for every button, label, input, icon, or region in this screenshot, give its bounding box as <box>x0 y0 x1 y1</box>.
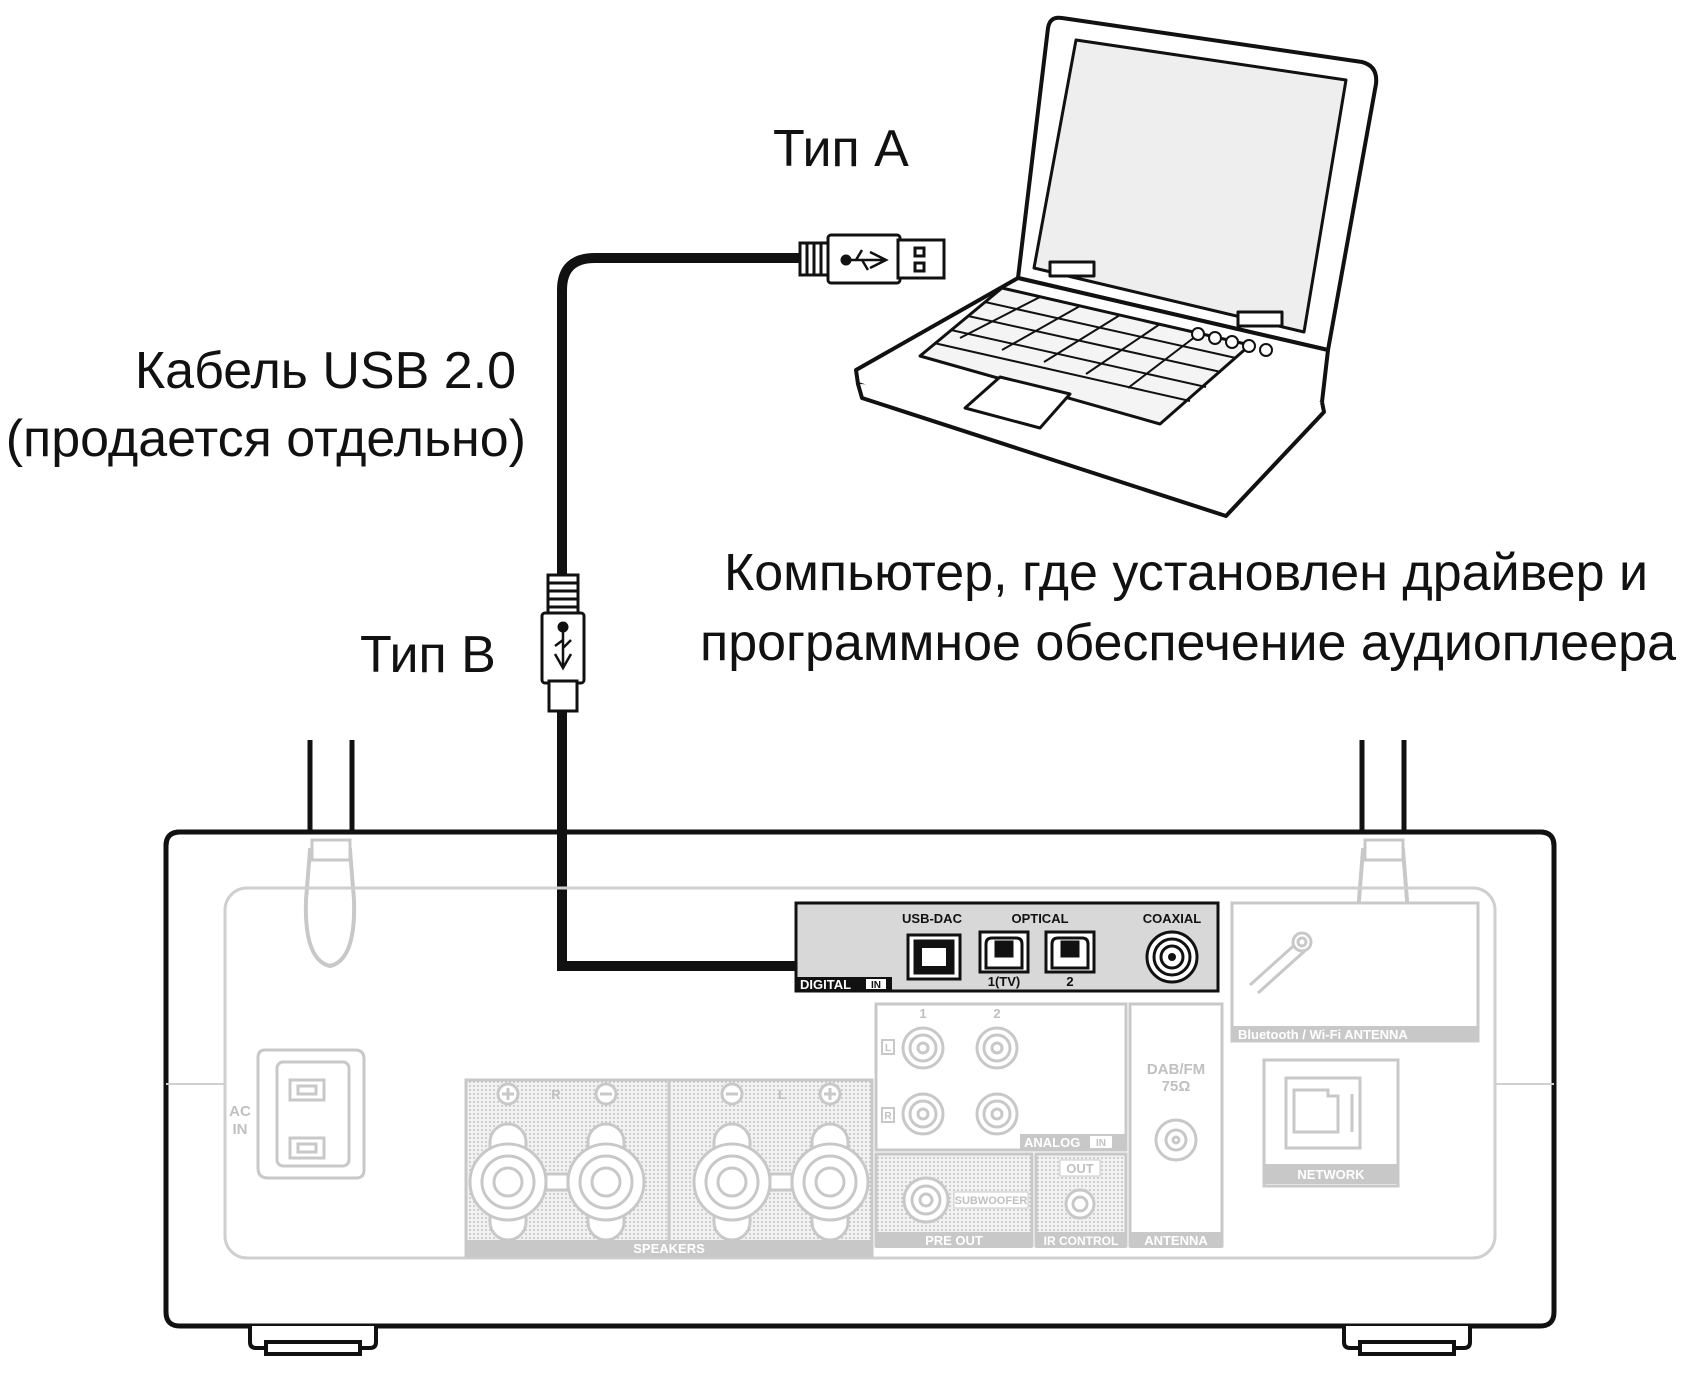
cable-label-line1: Кабель USB 2.0 <box>135 342 516 400</box>
bt-wifi-label: Bluetooth / Wi-Fi ANTENNA <box>1238 1027 1408 1042</box>
pre-out-panel: SUBWOOFER PRE OUT <box>874 1152 1034 1248</box>
speaker-terminals <box>468 1082 870 1242</box>
usb-dac-port <box>906 933 962 981</box>
computer-label-line1: Компьютер, где установлен драйвер и <box>724 544 1648 602</box>
usb-dac-label: USB-DAC <box>902 911 963 926</box>
usb-type-a-plug <box>798 233 946 285</box>
coaxial-label: COAXIAL <box>1143 911 1202 926</box>
dab-fm-label: DAB/FM <box>1147 1061 1205 1078</box>
ohm-label: 75Ω <box>1162 1078 1191 1095</box>
speakers-label: SPEAKERS <box>633 1241 705 1256</box>
analog-in-label: IN <box>1096 1138 1106 1149</box>
ac-in-label-1: AC <box>229 1103 251 1120</box>
feet <box>248 1326 1472 1356</box>
optical-label: OPTICAL <box>1011 911 1068 926</box>
ir-control-label: IR CONTROL <box>1044 1234 1119 1248</box>
coaxial-port <box>1145 930 1199 984</box>
laptop <box>854 15 1379 518</box>
ac-in-socket <box>256 1048 366 1180</box>
network-label: NETWORK <box>1297 1167 1365 1182</box>
analog-2-label: 2 <box>993 1006 1000 1021</box>
analog-in-panel <box>874 1002 1128 1152</box>
digital-in-panel: USB-DAC OPTICAL COAXIAL 1(TV) 2 <box>794 901 1220 993</box>
cable-label-line2: (продается отдельно) <box>6 410 526 468</box>
dab-fm-antenna-port <box>1128 1002 1224 1248</box>
optical-1-label: 1(TV) <box>988 974 1021 989</box>
usb-type-b-plug <box>540 573 586 713</box>
speakers-panel: R L SPEAKERS <box>464 1078 874 1258</box>
analog-label: ANALOG <box>1024 1135 1080 1150</box>
ir-out-jack <box>1064 1188 1096 1220</box>
analog-1-label: 1 <box>919 1006 926 1021</box>
speaker-r-label: R <box>551 1087 561 1102</box>
pre-out-label: PRE OUT <box>925 1233 983 1248</box>
speaker-l-label: L <box>778 1087 786 1102</box>
digital-label: DIGITAL <box>800 977 851 992</box>
antenna-left <box>303 838 357 969</box>
type-a-label: Тип A <box>773 120 909 178</box>
bt-wifi-antenna-connector <box>1230 901 1480 1043</box>
subwoofer-port <box>902 1176 950 1224</box>
device-rear: AC IN USB-DAC OPTICAL COAXIAL <box>163 740 1557 1356</box>
ac-in-label-2: IN <box>233 1121 248 1138</box>
analog-l-label: L <box>885 1043 891 1054</box>
type-b-label: Тип B <box>360 626 496 684</box>
antenna-label: ANTENNA <box>1144 1233 1208 1248</box>
ir-control-panel: OUT IR CONTROL <box>1034 1152 1128 1248</box>
ir-out-label: OUT <box>1066 1161 1094 1176</box>
computer-label-line2: программное обеспечение аудиоплеера <box>700 614 1676 672</box>
analog-r-label: R <box>884 1111 892 1122</box>
optical-port-2 <box>1044 930 1096 974</box>
optical-2-label: 2 <box>1066 974 1073 989</box>
optical-port-1 <box>978 930 1030 974</box>
subwoofer-label: SUBWOOFER <box>955 1195 1028 1207</box>
digital-in-label: IN <box>871 980 881 991</box>
